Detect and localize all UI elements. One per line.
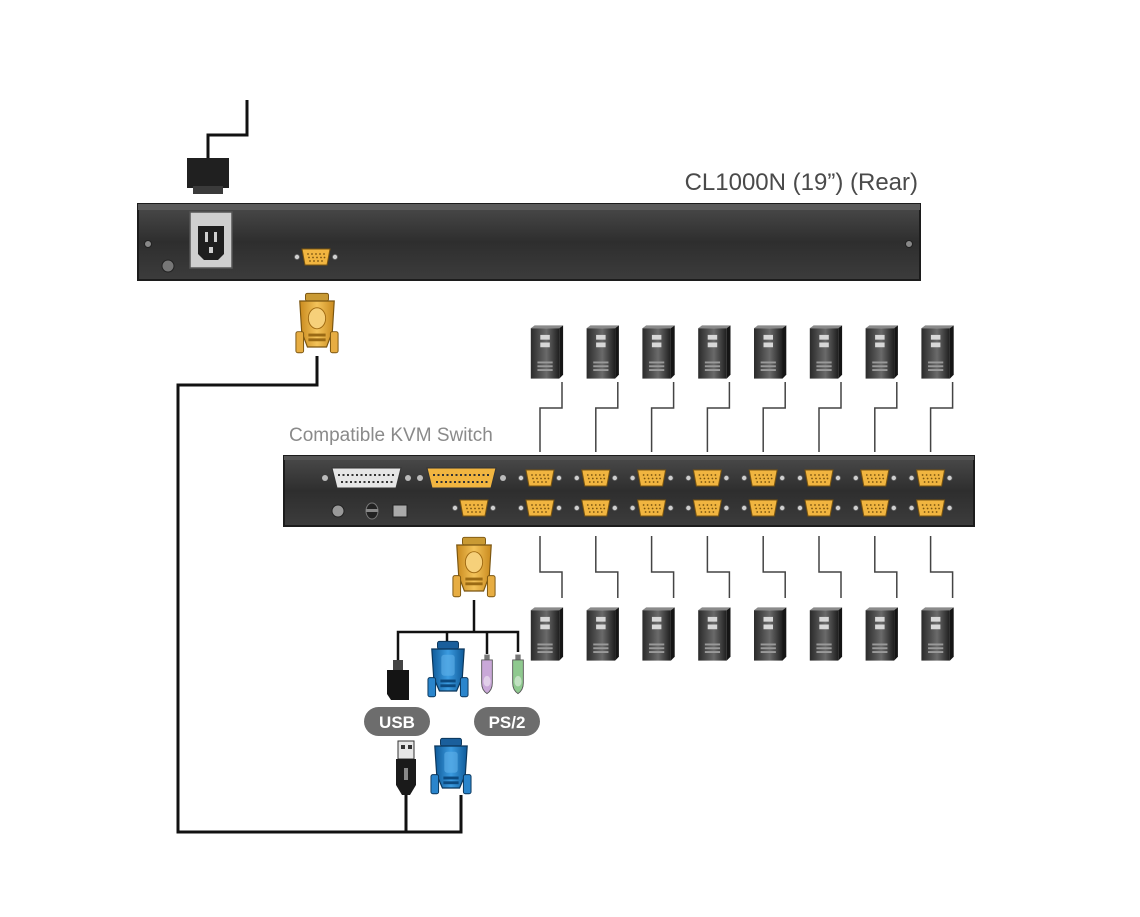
tower-computer-icon: [865, 607, 898, 661]
computer-array: [530, 325, 954, 661]
ps2-keyboard-plug-icon: [512, 654, 524, 695]
power-plug-icon: [187, 158, 229, 194]
computer-cable-top: [874, 382, 898, 452]
tower-computer-icon: [530, 607, 564, 661]
tower-computer-icon: [865, 325, 898, 379]
computer-cable-top: [595, 382, 619, 452]
tower-computer-icon: [809, 607, 843, 661]
computer-cable-bottom: [762, 536, 786, 598]
computer-cable-top: [762, 382, 786, 452]
ps2-badge: PS/2: [474, 707, 540, 736]
usb-plug-icon: [387, 660, 409, 700]
computer-cable-bottom: [706, 536, 731, 598]
cl1000n-vga-plug-icon: [295, 292, 339, 354]
computer-cable-bottom: [818, 536, 842, 598]
cl1000n-blue-vga-plug-icon: [430, 737, 472, 795]
tower-computer-icon: [921, 607, 954, 661]
computer-cable-top: [818, 382, 842, 452]
computer-cable-bottom: [539, 536, 563, 598]
computer-cable-top: [539, 382, 563, 452]
kvm-switch-panel: [283, 455, 975, 527]
tower-computer-icon: [642, 325, 675, 379]
computer-cable-bottom: [595, 536, 619, 598]
computer-cable-top: [929, 382, 954, 452]
usb-badge: USB: [364, 707, 430, 736]
tower-computer-icon: [642, 607, 675, 661]
db-connector-2: [417, 467, 506, 489]
tower-computer-icon: [754, 607, 787, 661]
tower-computer-icon: [754, 325, 787, 379]
power-jack-icon: [365, 502, 379, 520]
power-socket-icon: [189, 211, 233, 269]
tower-computer-icon: [921, 325, 954, 379]
computer-cable-bottom: [929, 536, 954, 598]
tower-computer-icon: [809, 325, 843, 379]
usb-label: USB: [379, 713, 415, 732]
panel-title: CL1000N (19”) (Rear): [685, 169, 918, 196]
power-cord: [206, 100, 249, 160]
kvm-switch-label: Compatible KVM Switch: [289, 425, 493, 446]
computer-cable-top: [650, 382, 675, 452]
ps2-mouse-plug-icon: [481, 654, 493, 695]
tower-computer-icon: [530, 325, 564, 379]
computer-cable-top: [706, 382, 731, 452]
ps2-port-icon: [331, 504, 345, 518]
tower-computer-icon: [698, 607, 731, 661]
ps2-label: PS/2: [489, 713, 526, 732]
computer-cable-bottom: [650, 536, 675, 598]
tower-computer-icon: [586, 607, 619, 661]
tower-computer-icon: [698, 325, 731, 379]
kvm-console-vga-plug-icon: [452, 536, 496, 598]
tower-computer-icon: [586, 325, 619, 379]
console-cable: [176, 356, 463, 834]
reset-switch-icon: [392, 504, 408, 518]
usb-a-plug-icon: [396, 740, 416, 795]
monitor-vga-plug-icon: [427, 640, 469, 698]
console-splitter-cable: [396, 600, 520, 662]
cl1000n-rear-panel: CL1000N (19”) (Rear): [137, 100, 921, 281]
db-connector-1: [322, 467, 411, 489]
computer-cable-bottom: [874, 536, 898, 598]
